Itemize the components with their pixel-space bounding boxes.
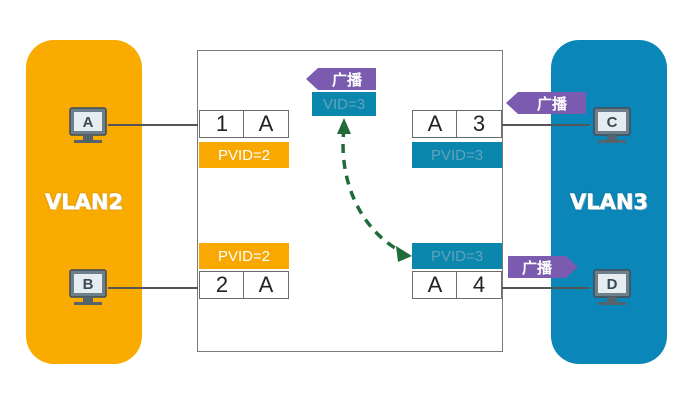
port-4-pvid: PVID=3	[412, 243, 502, 269]
host-b-label: B	[83, 276, 94, 293]
port-2-number: 2	[199, 271, 245, 299]
port-1-number: 1	[199, 110, 245, 138]
host-d-broadcast-label: 广播	[508, 256, 566, 278]
host-d-broadcast-arrow-tip	[566, 256, 578, 278]
port-2-tag: A	[243, 271, 289, 299]
host-a-label: A	[83, 114, 94, 131]
wire-host-a-port-1	[108, 124, 198, 126]
frame-broadcast-arrow-tip	[306, 68, 318, 90]
port-4-tag: A	[412, 271, 458, 299]
port-3-tag: A	[412, 110, 458, 138]
port-3-pvid: PVID=3	[412, 142, 502, 168]
host-c-broadcast-label: 广播	[518, 92, 586, 114]
port-4-number: 4	[456, 271, 502, 299]
host-d-monitor-icon	[593, 269, 631, 305]
host-c-broadcast-arrow-tip	[506, 92, 518, 114]
frame-broadcast-label: 广播	[318, 68, 376, 90]
wire-host-b-port-2	[108, 287, 198, 289]
host-a-monitor-icon	[69, 107, 107, 143]
broadcast-path-arrowhead-top	[337, 118, 351, 134]
wire-port-3-host-c	[502, 124, 590, 126]
host-c-monitor-icon	[593, 107, 631, 143]
port-2-pvid: PVID=2	[199, 243, 289, 269]
broadcast-path-arrowhead-bottom	[396, 246, 412, 262]
port-1-pvid: PVID=2	[199, 142, 289, 168]
port-1-tag: A	[243, 110, 289, 138]
broadcast-path-arrow	[341, 127, 403, 254]
vlan2-label: VLAN2	[44, 190, 124, 215]
host-c-label: C	[607, 114, 618, 131]
port-3-number: 3	[456, 110, 502, 138]
host-d-label: D	[607, 276, 618, 293]
host-b-monitor-icon	[69, 269, 107, 305]
frame-vid: VID=3	[312, 92, 376, 116]
vlan3-label: VLAN3	[569, 190, 649, 215]
wire-port-4-host-d	[502, 287, 590, 289]
vlan2-panel: VLAN2	[26, 40, 142, 364]
